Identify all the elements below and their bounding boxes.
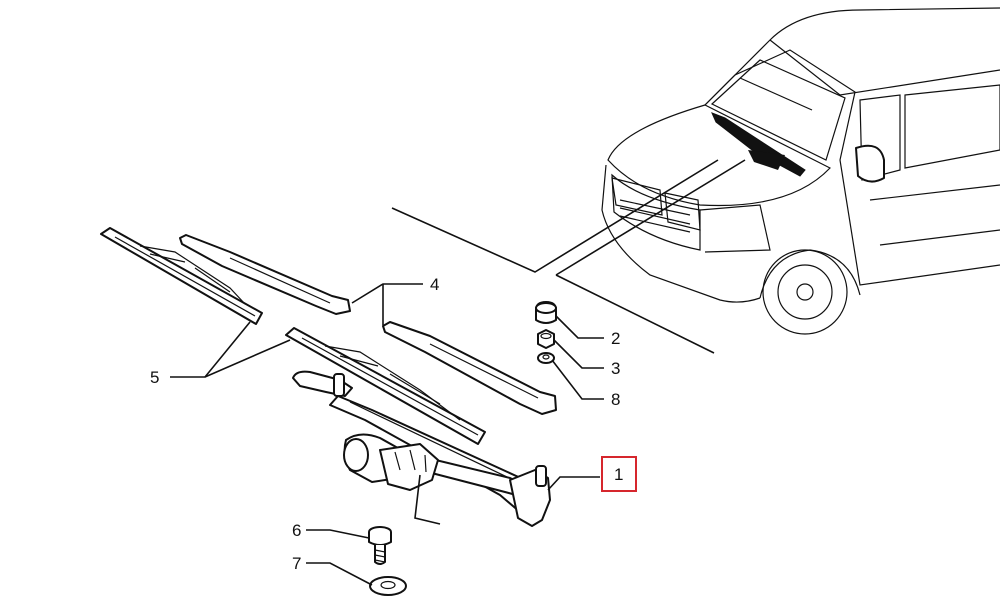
callout-7: 7 [292,554,301,573]
callout-1: 1 [614,465,623,484]
washer-part-7 [369,576,407,596]
callout-6: 6 [292,521,301,540]
wiper-blade-lower [285,327,486,445]
callout-8: 8 [611,390,620,409]
callout-5: 5 [150,368,159,387]
bolt-part-6 [368,526,392,565]
washer-part-8 [537,352,555,364]
wiper-arm-upper [179,234,351,315]
wiper-linkage-motor [292,370,551,527]
nut-part-3 [537,329,555,349]
cap-part-2 [535,301,557,324]
wiper-blade-upper [100,227,263,325]
leader-lines [170,283,604,586]
callout-4: 4 [430,275,439,294]
callout-1-highlight-box [601,456,637,492]
callout-labels: 5 4 2 3 8 1 6 7 [150,275,637,573]
callout-3: 3 [611,359,620,378]
callout-2: 2 [611,329,620,348]
wiper-arm-lower [382,321,557,415]
vehicle-illustration [391,7,1000,354]
